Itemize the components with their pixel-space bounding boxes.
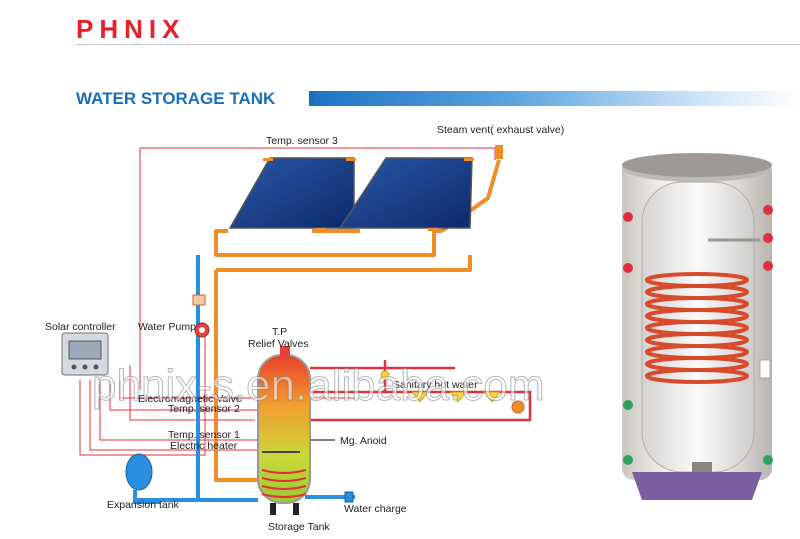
water-pump-icon [192,294,210,338]
page-title: WATER STORAGE TANK [76,89,276,108]
storage-tank-icon [257,346,354,515]
brand-logo: PHNIX [76,14,186,44]
label-sanitary-water: Sanitary hot water [393,379,478,391]
label-temp-sensor-1: Temp. sensor 1 [168,429,240,441]
label-expansion-tank: Expansion tank [107,499,180,511]
water-tank-product-image [622,153,773,500]
label-relief-valves: Relief Valves [248,338,309,350]
label-temp-sensor-3: Temp. sensor 3 [266,135,338,147]
solar-panel-1 [228,157,355,229]
label-tp: T.P [272,326,287,338]
watermark-text: phnix-s.en.alibaba.com [92,361,544,410]
electromagnetic-valve-icon [380,370,390,380]
title-gradient-bar [314,91,800,106]
solar-panel-2 [338,157,473,229]
label-solar-controller: Solar controller [45,321,116,333]
label-steam-vent: Steam vent( exhaust valve) [437,124,564,136]
label-electric-heater: Electric heater [170,440,238,452]
expansion-tank-icon [125,453,153,491]
panel-connectors [263,145,503,231]
header-divider [76,44,800,45]
label-mg-anode: Mg. Anoid [340,435,387,447]
solar-controller-icon [61,332,109,376]
label-electromagnetic-valve: Electromagnetic Valve [138,393,242,405]
label-water-pump: Water Pump [138,321,196,333]
faucet-icons [410,391,525,414]
title-bar-accent [309,91,314,106]
label-temp-sensor-2: Temp. sensor 2 [168,403,240,415]
label-storage-tank: Storage Tank [268,521,330,533]
label-water-charge: Water charge [344,503,407,515]
